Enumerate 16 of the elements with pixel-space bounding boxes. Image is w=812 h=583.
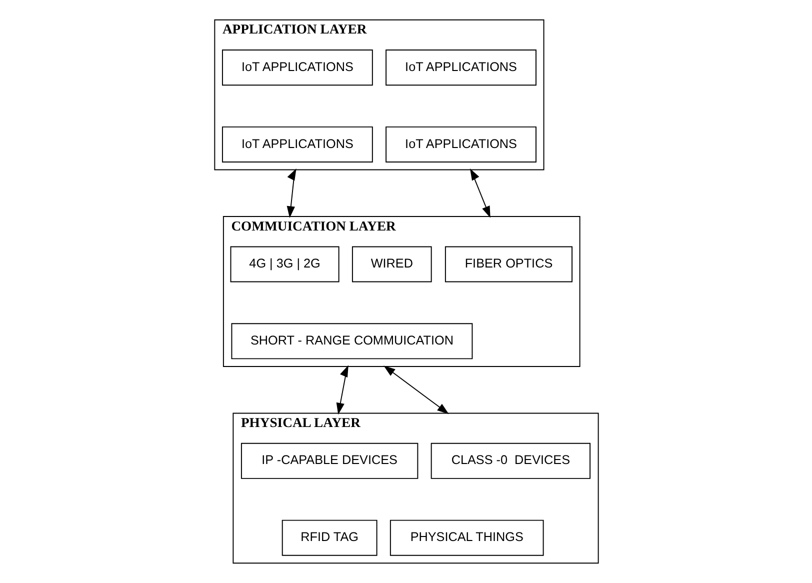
node-box: WIRED [351,246,432,282]
node-box: IP -CAPABLE DEVICES [240,442,418,479]
node-box: SHORT - RANGE COMMUICATION [230,323,472,360]
arrow [383,366,448,414]
node-box: RFID TAG [281,520,377,556]
arrow [469,168,490,218]
node-box: FIBER OPTICS [444,246,572,282]
node-box: IoT APPLICATIONS [221,126,372,162]
node-box: IoT APPLICATIONS [221,50,372,86]
node-box: IoT APPLICATIONS [385,126,536,162]
node-box: PHYSICAL THINGS [389,520,544,556]
node-box: 4G | 3G | 2G [230,246,339,282]
node-box: IoT APPLICATIONS [385,50,536,86]
arrow [286,168,296,218]
arrow [336,365,348,415]
node-box: CLASS -0 DEVICES [430,442,590,479]
